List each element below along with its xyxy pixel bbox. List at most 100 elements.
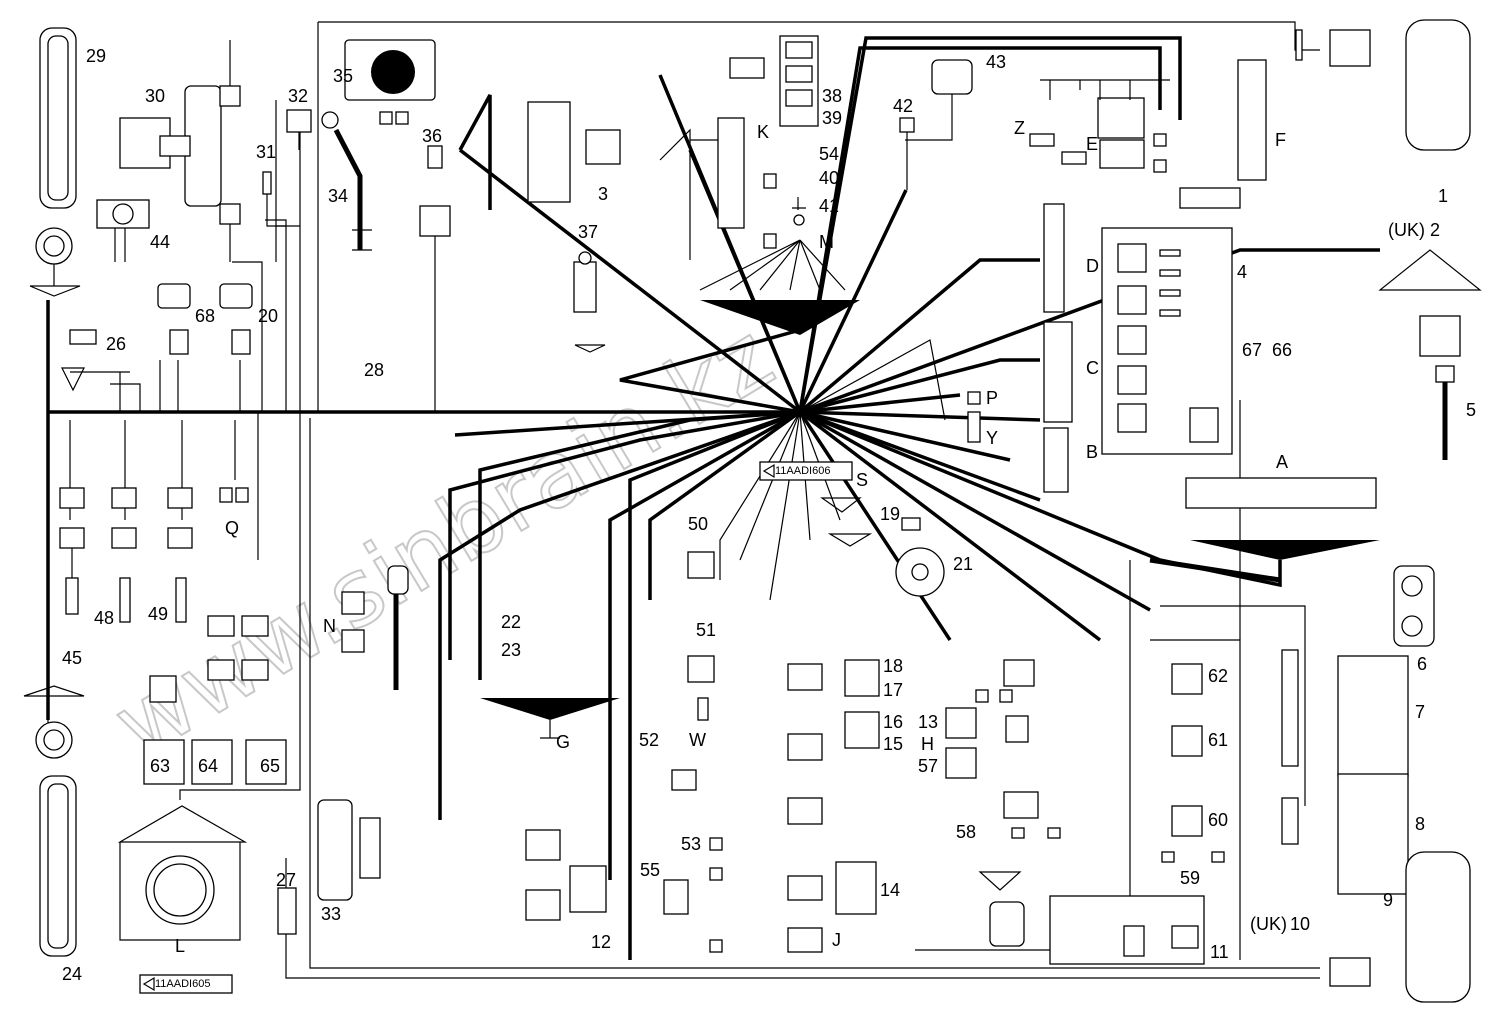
pump-30	[119, 40, 241, 262]
component-label-l65: 65	[260, 756, 280, 776]
component-label-l23: 23	[501, 640, 521, 660]
ref-tag-605	[139, 974, 233, 994]
relay-38-39	[729, 35, 819, 127]
stalk-switch-5	[1378, 249, 1482, 460]
cluster-7	[1281, 649, 1409, 777]
component-label-l36: 36	[422, 126, 442, 146]
component-label-l41: 41	[819, 196, 839, 216]
component-label-l11: 11	[1210, 942, 1229, 962]
component-label-lA: A	[1276, 452, 1288, 472]
reference-label-ref606: 11AADI606	[775, 465, 830, 477]
switch-36	[419, 145, 451, 412]
ref-tag-606	[759, 461, 853, 481]
sensor-43	[905, 59, 973, 141]
component-label-l20: 20	[258, 306, 278, 326]
star-hub	[438, 36, 1380, 960]
connector-F	[1179, 59, 1267, 209]
component-label-l33: 33	[321, 904, 341, 924]
component-label-l51: 51	[696, 620, 716, 640]
component-label-lN: N	[323, 616, 336, 636]
sensor-49	[119, 577, 187, 623]
component-label-l4: 4	[1237, 262, 1247, 282]
component-label-l9: 9	[1383, 890, 1393, 910]
component-label-l37: 37	[578, 222, 598, 242]
relay-63	[143, 675, 185, 785]
component-label-l39: 39	[822, 108, 842, 128]
component-label-l52: 52	[639, 730, 659, 750]
component-label-lUK1: (UK)	[1388, 220, 1425, 240]
ecu-12	[525, 829, 607, 921]
fuse-27	[277, 887, 297, 935]
sensor-31	[262, 171, 286, 227]
component-label-l38: 38	[822, 86, 842, 106]
relay-64	[191, 739, 233, 785]
relay-65	[207, 615, 287, 785]
unit-35	[344, 39, 436, 125]
filter-32	[276, 109, 312, 227]
switch-13-57	[945, 689, 1029, 779]
connectors-58	[1003, 659, 1061, 839]
headlamp-29	[39, 27, 77, 209]
component-label-lP: P	[986, 388, 998, 408]
component-label-l42: 42	[893, 96, 913, 116]
reference-labels: 11AADI606 11AADI605	[155, 465, 830, 990]
lever-34	[321, 111, 372, 251]
component-label-l63: 63	[150, 756, 170, 776]
component-label-lW: W	[689, 730, 706, 750]
component-label-l29: 29	[86, 46, 106, 66]
component-label-lC: C	[1086, 358, 1099, 378]
component-label-lK: K	[757, 122, 769, 142]
component-label-l64: 64	[198, 756, 218, 776]
component-label-l68: 68	[195, 306, 215, 326]
component-label-l55: 55	[640, 860, 660, 880]
component-label-l53: 53	[681, 834, 701, 854]
control-unit-4	[1101, 227, 1233, 455]
component-label-l59: 59	[1180, 868, 1200, 888]
component-label-lUK2: (UK)	[1250, 914, 1287, 934]
component-label-l67: 67	[1242, 340, 1262, 360]
component-label-l22: 22	[501, 612, 521, 632]
component-label-l24: 24	[62, 964, 82, 984]
component-label-l17: 17	[883, 680, 903, 700]
connector-B	[1043, 427, 1069, 493]
connector-A	[1185, 477, 1380, 560]
headlamp-1-2	[1329, 19, 1471, 151]
component-label-l66: 66	[1272, 340, 1292, 360]
relay-50	[687, 551, 715, 579]
component-label-l28: 28	[364, 360, 384, 380]
component-label-l12: 12	[591, 932, 611, 952]
relay-51	[687, 655, 715, 721]
relay-Z-E	[1029, 79, 1170, 173]
switch-26	[61, 329, 97, 392]
component-label-l16: 16	[883, 712, 903, 732]
component-label-lY: Y	[986, 428, 998, 448]
component-label-l8: 8	[1415, 814, 1425, 834]
valve-20	[219, 283, 253, 355]
component-label-lB: B	[1086, 442, 1098, 462]
component-label-l19: 19	[880, 504, 900, 524]
component-label-l60: 60	[1208, 810, 1228, 830]
component-label-l21: 21	[953, 554, 973, 574]
panel-11	[1049, 895, 1205, 965]
module-33	[317, 799, 381, 901]
component-label-lZ: Z	[1014, 118, 1025, 138]
component-label-l50: 50	[688, 514, 708, 534]
switch-37	[573, 251, 606, 353]
connector-D	[1043, 203, 1065, 313]
ground-G	[480, 698, 620, 739]
sensor-connectors-right	[978, 29, 1303, 947]
component-label-l32: 32	[288, 86, 308, 106]
component-label-l62: 62	[1208, 666, 1228, 686]
component-label-l49: 49	[148, 604, 168, 624]
cluster-8	[1281, 773, 1409, 895]
component-label-l58: 58	[956, 822, 976, 842]
component-label-l48: 48	[94, 608, 114, 628]
valve-68	[157, 283, 191, 355]
connector-round-bottom	[23, 685, 85, 759]
reference-label-ref605: 11AADI605	[155, 978, 210, 990]
headlamp-24	[39, 775, 77, 957]
actuator-44	[96, 199, 150, 262]
component-label-lE: E	[1086, 134, 1098, 154]
